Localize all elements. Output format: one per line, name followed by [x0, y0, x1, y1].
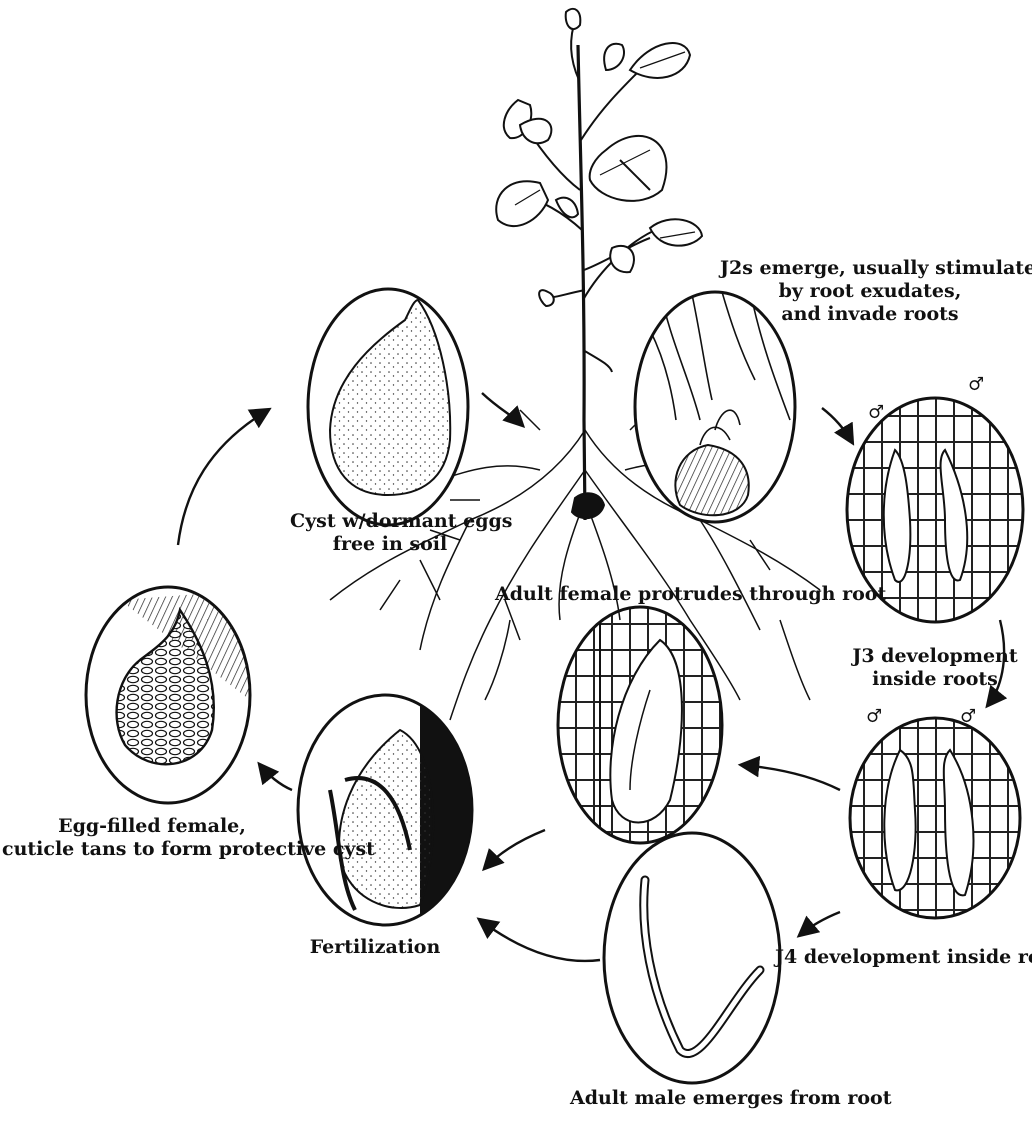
stage-j4-circle [850, 718, 1020, 918]
male-symbol: ♂ [968, 374, 984, 395]
label-egg-filled-female: Egg-filled female, cuticle tans to form … [2, 815, 302, 861]
male-symbol: ♂ [868, 402, 884, 423]
label-j3-line2: inside roots [850, 668, 1020, 691]
arrow-j4-to-female [742, 765, 840, 790]
stage-adult-female-circle [558, 607, 722, 850]
stage-cyst-circle [308, 289, 468, 525]
label-cyst-line1: Cyst w/dormant eggs [290, 510, 490, 533]
stage-adult-male-circle [604, 833, 780, 1083]
label-j2: J2s emerge, usually stimulated by root e… [720, 257, 1020, 326]
label-adult-male: Adult male emerges from root [570, 1087, 820, 1110]
label-adult-female-line1: Adult female protrudes through root [495, 583, 815, 606]
arrow-j4-to-male [800, 912, 840, 935]
label-fertilization-line1: Fertilization [300, 936, 450, 959]
arrow-fertilization-to-egg-female [260, 765, 292, 790]
arrow-female-to-fertilization [485, 830, 545, 868]
label-j2-line1: J2s emerge, usually stimulated [720, 257, 1020, 280]
arrow-male-to-fertilization [480, 920, 600, 961]
male-symbol: ♂ [960, 706, 976, 727]
male-symbol: ♂ [866, 706, 882, 727]
arrow-cyst-to-root [482, 393, 522, 425]
label-egg-filled-female-line1: Egg-filled female, [2, 815, 302, 838]
plant-stem [578, 45, 585, 520]
label-cyst-line2: free in soil [290, 533, 490, 556]
label-j3-line1: J3 development [850, 645, 1020, 668]
label-j2-line3: and invade roots [720, 303, 1020, 326]
label-j3: J3 development inside roots [850, 645, 1020, 691]
label-egg-filled-female-line2: cuticle tans to form protective cyst [2, 838, 302, 861]
label-fertilization: Fertilization [300, 936, 450, 959]
label-j4: J4 development inside roots [775, 946, 1030, 969]
stage-fertilization-circle [298, 695, 475, 930]
label-j2-line2: by root exudates, [720, 280, 1020, 303]
label-adult-female: Adult female protrudes through root [495, 583, 815, 606]
label-j4-line1: J4 development inside roots [775, 946, 1030, 969]
stage-egg-filled-female-circle [86, 587, 250, 803]
label-adult-male-line1: Adult male emerges from root [570, 1087, 820, 1110]
arrow-egg-female-to-cyst [178, 410, 268, 545]
arrow-j2-to-j3 [822, 408, 852, 442]
label-cyst: Cyst w/dormant eggs free in soil [290, 510, 490, 556]
plant-leaves [496, 9, 702, 306]
root-cyst [572, 493, 604, 518]
